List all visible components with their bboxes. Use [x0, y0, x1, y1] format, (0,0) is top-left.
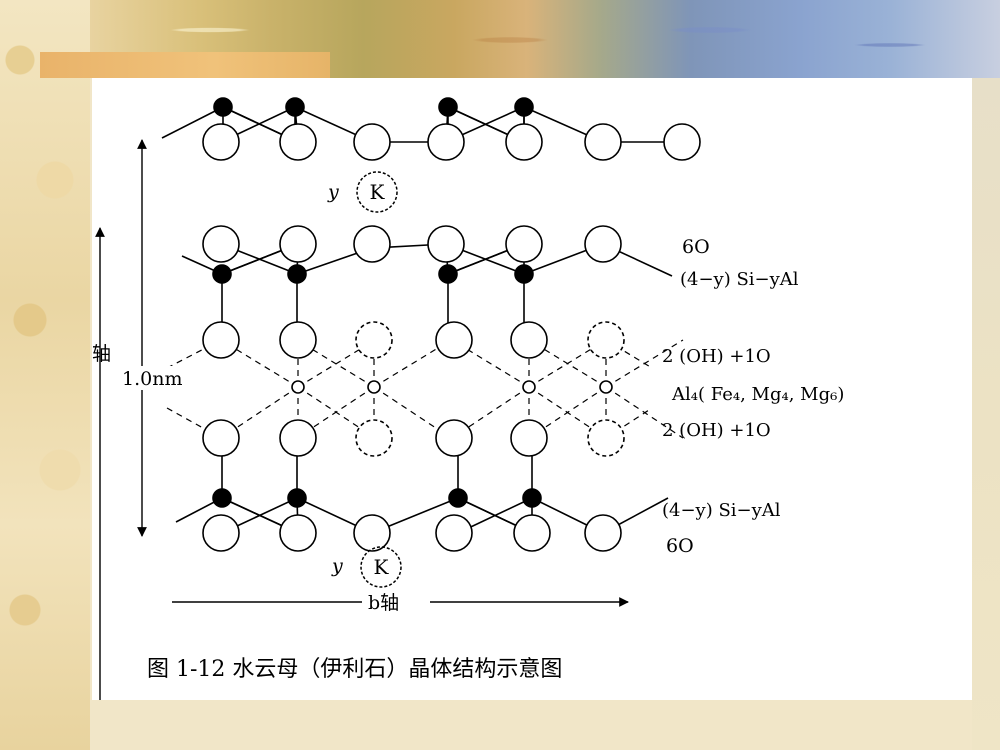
- background-right-edge: [972, 78, 1000, 750]
- oxygen-bottom-label: 6O: [666, 535, 694, 557]
- silicon-atom: [213, 97, 233, 117]
- oxygen-atom: [435, 514, 473, 552]
- silicon-atom: [287, 488, 307, 508]
- c-axis-label: 轴: [92, 343, 111, 365]
- background-left-texture: [0, 0, 90, 750]
- octahedral-bond: [373, 386, 452, 439]
- top-layer-bond: [161, 106, 224, 139]
- octahedral-bond: [220, 339, 299, 388]
- hydroxyl-atom: [587, 321, 625, 359]
- octahedral-bond: [296, 386, 375, 439]
- hydroxyl-atom: [510, 321, 548, 359]
- octahedral-label: Al₄( Fe₄, Mg₄, Mg₆): [671, 384, 844, 405]
- silicon-atom: [212, 264, 232, 284]
- spacing-label-bg: [120, 366, 202, 390]
- crystal-structure-diagram: y K y K 轴 1.0nm b轴 6O (4−y) Si−yAl 2 (OH…: [92, 97, 844, 700]
- octahedral-bond: [605, 339, 653, 369]
- octahedral-cation: [291, 380, 305, 394]
- figure-panel: y K y K 轴 1.0nm b轴 6O (4−y) Si−yAl 2 (OH…: [92, 78, 972, 700]
- oxygen-atom: [505, 123, 543, 161]
- oxygen-atom: [663, 123, 701, 161]
- oxygen-atom: [279, 225, 317, 263]
- oxygen-atom: [353, 225, 391, 263]
- silicon-atom: [448, 488, 468, 508]
- silicon-atom: [212, 488, 232, 508]
- bond-lines: [161, 106, 682, 534]
- y-top-label: y: [327, 181, 339, 203]
- oxygen-top-label: 6O: [682, 236, 710, 258]
- hydroxyl-atom: [587, 419, 625, 457]
- oxygen-atom: [505, 225, 543, 263]
- b-axis-label: b轴: [368, 592, 399, 614]
- hydroxyl-atom: [355, 321, 393, 359]
- oxygen-atom: [202, 123, 240, 161]
- octahedral-bond: [451, 386, 530, 439]
- hydroxyl-atom: [355, 419, 393, 457]
- octahedral-bond: [528, 386, 607, 439]
- silicon-atom: [438, 264, 458, 284]
- hydroxyl-atom: [202, 321, 240, 359]
- octahedral-dashed-bonds: [166, 339, 684, 439]
- k-bottom-label: K: [374, 555, 390, 579]
- oxygen-atom: [353, 123, 391, 161]
- octahedral-bond: [220, 386, 299, 439]
- oxygen-atom: [584, 123, 622, 161]
- silicon-atom: [285, 97, 305, 117]
- silicon-atom: [438, 97, 458, 117]
- tetrahedral-bottom-label: (4−y) Si−yAl: [662, 500, 781, 521]
- hydroxyl-atom: [279, 419, 317, 457]
- k-ion-bottom: [360, 546, 402, 588]
- oxygen-atom: [427, 225, 465, 263]
- octahedral-bond: [528, 339, 607, 388]
- oxygen-atom: [279, 123, 317, 161]
- silicon-atom: [522, 488, 542, 508]
- octahedral-bond: [451, 339, 530, 388]
- k-top-label: K: [370, 180, 386, 204]
- k-ion-top: [356, 171, 398, 213]
- oxygen-atom: [353, 514, 391, 552]
- silicon-atom: [514, 264, 534, 284]
- silicon-atom: [514, 97, 534, 117]
- hydroxyl-atom: [435, 419, 473, 457]
- oxygen-atom: [202, 225, 240, 263]
- octahedral-cation: [522, 380, 536, 394]
- tetrahedral-top-label: (4−y) Si−yAl: [680, 269, 799, 290]
- spacing-label: 1.0nm: [122, 368, 182, 390]
- oxygen-atom: [202, 514, 240, 552]
- octahedral-bond: [373, 339, 452, 388]
- hydroxyl-top-label: 2 (OH) +1O: [662, 346, 771, 367]
- hydroxyl-atom: [510, 419, 548, 457]
- octahedral-bond: [296, 339, 375, 388]
- background-orange-strip: [40, 52, 330, 78]
- oxygen-atom: [584, 514, 622, 552]
- hydroxyl-atom: [435, 321, 473, 359]
- figure-caption: 图 1-12 水云母（伊利石）晶体结构示意图: [147, 657, 562, 682]
- y-bottom-label: y: [331, 555, 343, 577]
- octahedral-bond: [605, 407, 653, 439]
- hydroxyl-bottom-label: 2 (OH) +1O: [662, 420, 771, 441]
- hydroxyl-atom: [202, 419, 240, 457]
- octahedral-cation: [367, 380, 381, 394]
- hydroxyl-atom: [279, 321, 317, 359]
- silicon-atom: [287, 264, 307, 284]
- oxygen-atom: [513, 514, 551, 552]
- oxygen-atom: [279, 514, 317, 552]
- oxygen-atom: [584, 225, 622, 263]
- octahedral-cation: [599, 380, 613, 394]
- atoms: [202, 97, 701, 552]
- oxygen-atom: [427, 123, 465, 161]
